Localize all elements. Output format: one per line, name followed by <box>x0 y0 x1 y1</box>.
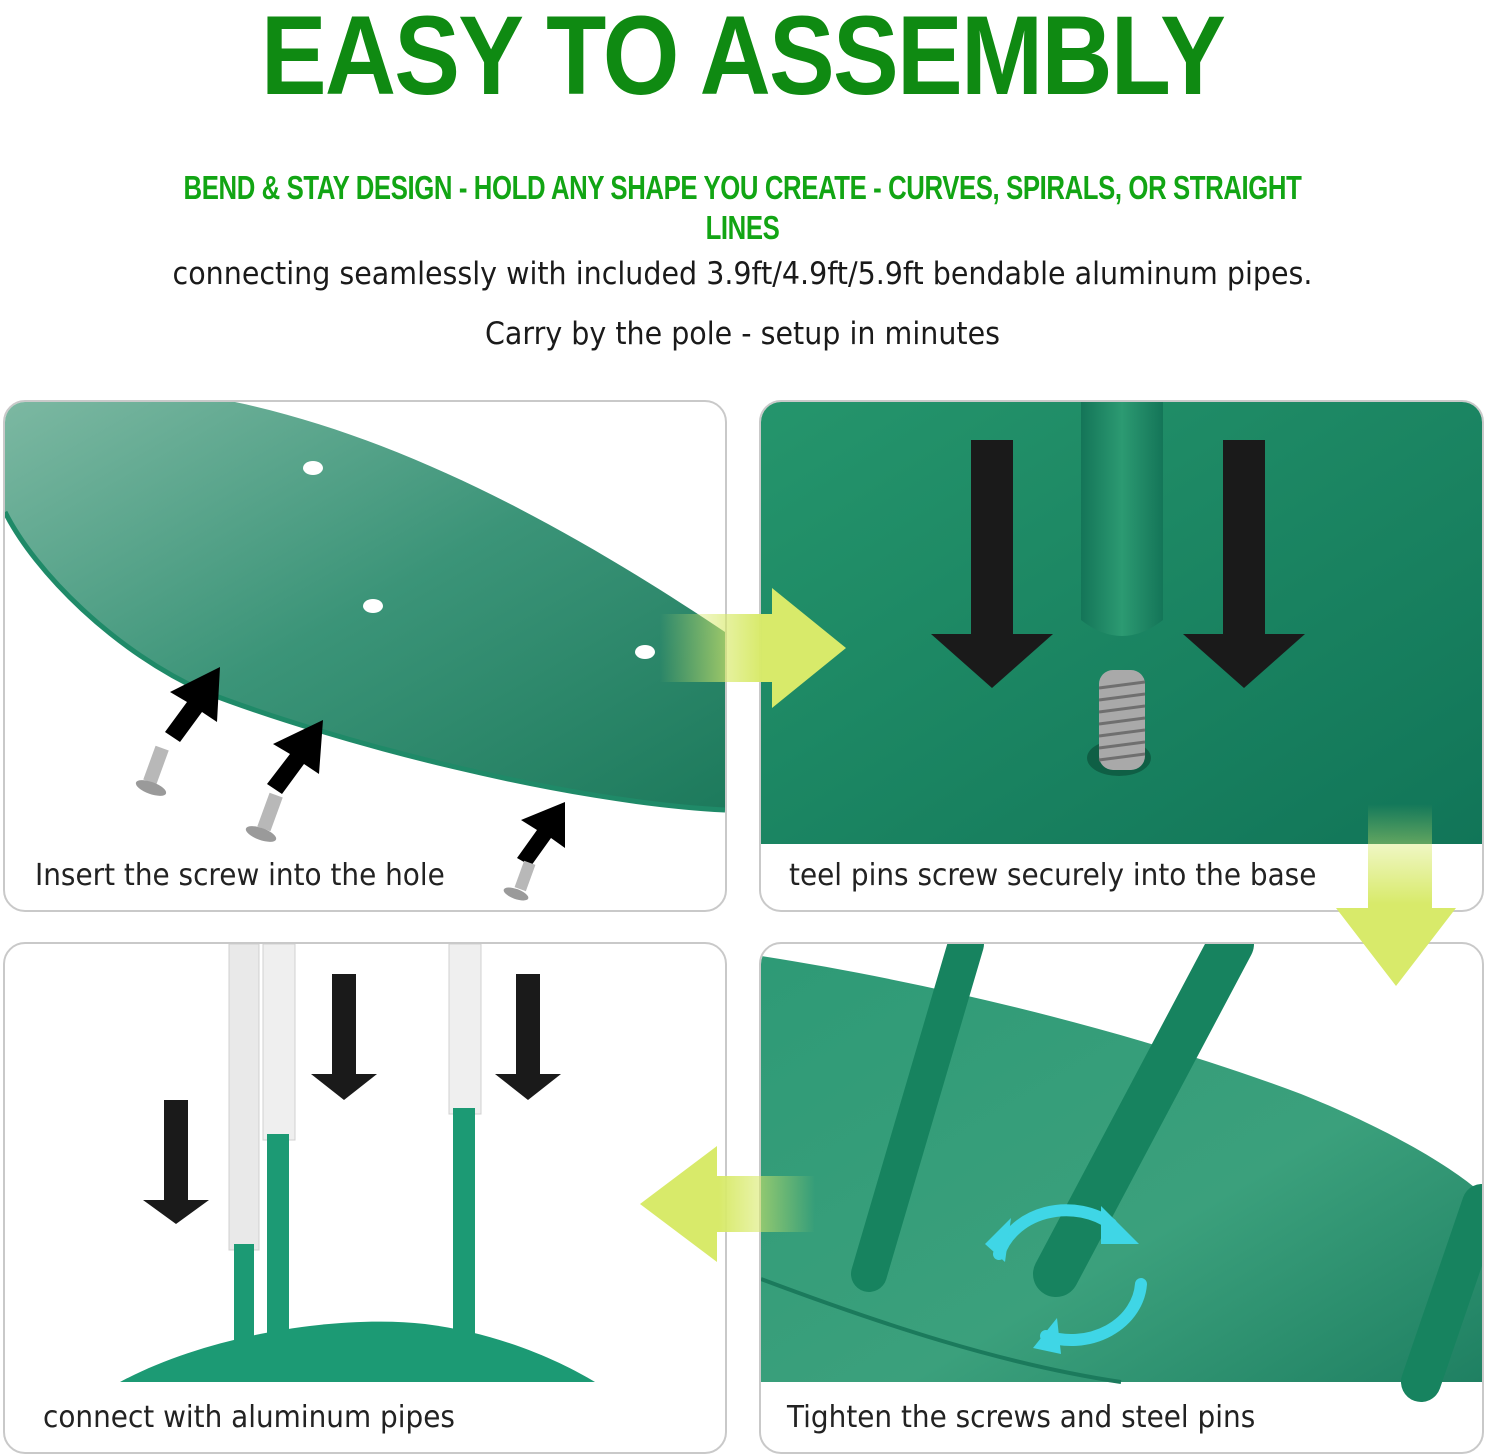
screw-icon <box>503 860 536 901</box>
rotate-arrowhead-icon <box>985 1206 1139 1354</box>
step-1-caption: Insert the screw into the hole <box>35 858 445 893</box>
step-4-panel: Tighten the screws and steel pins <box>759 942 1484 1454</box>
down-arrow-icon <box>311 974 377 1100</box>
step-4-illustration <box>761 944 1482 1402</box>
step-2-caption: teel pins screw securely into the base <box>789 858 1317 893</box>
page-subtitle: BEND & STAY DESIGN - HOLD ANY SHAPE YOU … <box>183 169 1302 246</box>
down-arrow-icon <box>143 1100 209 1224</box>
steel-pin-icon <box>1098 670 1146 770</box>
up-arrow-icon <box>517 802 565 866</box>
description-line-1: connecting seamlessly with included 3.9f… <box>172 256 1313 292</box>
up-arrow-icon <box>165 667 220 742</box>
pipe-icon <box>228 944 260 1382</box>
base-plate-shape <box>120 1321 595 1382</box>
step-3-caption: connect with aluminum pipes <box>43 1400 455 1435</box>
step-4-caption: Tighten the screws and steel pins <box>787 1400 1256 1435</box>
screw-icon <box>135 745 169 796</box>
hole-icon <box>635 645 655 659</box>
pipe-icon <box>448 944 482 1382</box>
pole-shape <box>1081 402 1163 636</box>
pipe-icon <box>262 944 296 1382</box>
base-plate-edge <box>5 510 725 813</box>
base-plate-edge <box>761 1277 1122 1384</box>
step-2-panel: teel pins screw securely into the base <box>759 400 1484 912</box>
step-2-illustration <box>761 402 1482 844</box>
hole-icon <box>363 599 383 613</box>
description-line-2: Carry by the pole - setup in minutes <box>485 316 1000 352</box>
step-3-illustration <box>120 944 595 1382</box>
pole-shape <box>851 944 1482 1402</box>
page-title: EASY TO ASSEMBLY <box>260 0 1226 118</box>
step-1-illustration <box>5 402 725 901</box>
up-arrow-icon <box>267 720 323 794</box>
step-1-panel: Insert the screw into the hole <box>3 400 727 912</box>
hole-icon <box>303 461 323 475</box>
down-arrow-icon <box>495 974 561 1100</box>
down-arrow-icon <box>1183 440 1305 688</box>
step-3-panel: connect with aluminum pipes <box>3 942 727 1454</box>
screw-icon <box>245 792 283 842</box>
down-arrow-icon <box>931 440 1053 688</box>
